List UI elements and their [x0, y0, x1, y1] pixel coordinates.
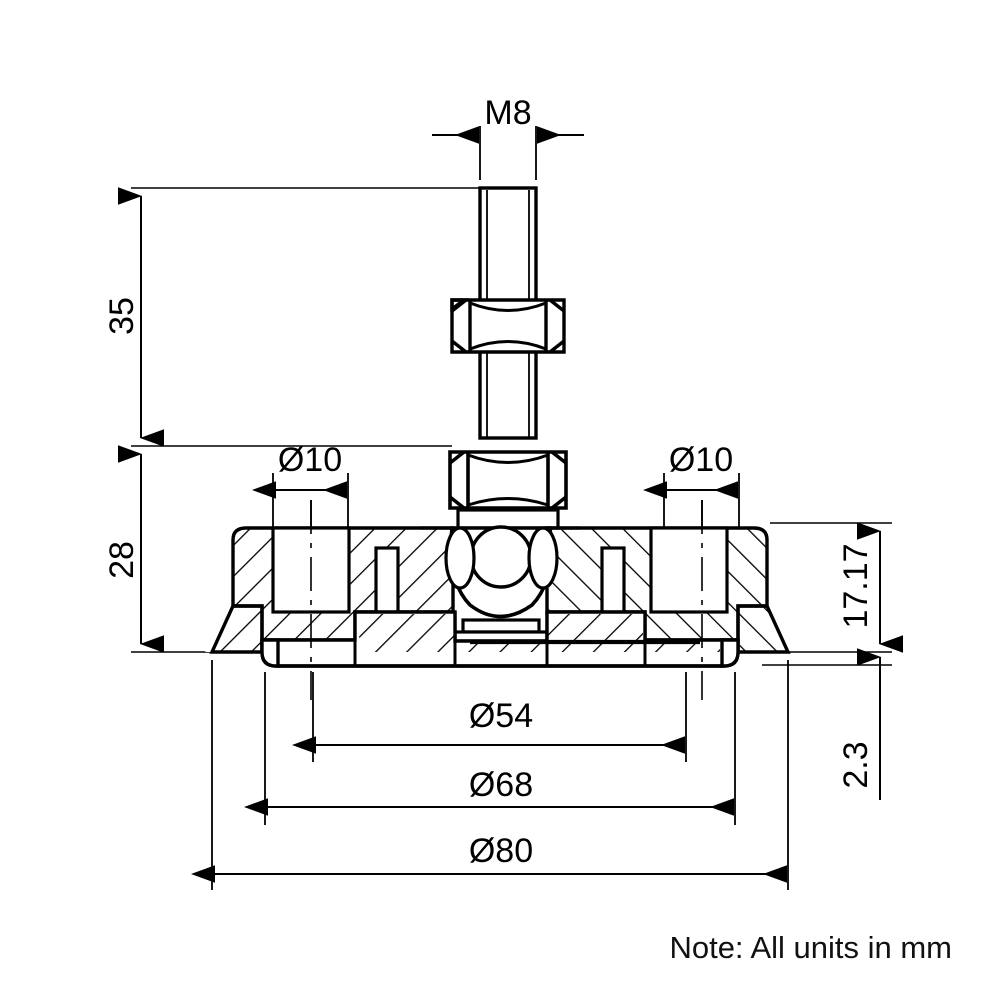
dimension-label-17-17: 17.17 [837, 543, 875, 628]
swivel-ball-aperture [469, 525, 533, 589]
lower-hex-nut-chamfer [467, 453, 549, 507]
dimension-m8 [432, 126, 584, 180]
swivel-ball-side-slot-left [444, 526, 476, 590]
units-note: Note: All units in mm [669, 930, 952, 965]
dimension-label-dia10-left: Ø10 [278, 441, 342, 479]
lower-hex-nut [448, 450, 568, 510]
bolt-hole-right-cavity [649, 526, 729, 614]
stud-washer [456, 508, 560, 530]
dimension-label-28: 28 [103, 541, 141, 579]
dimension-label-35: 35 [103, 297, 141, 335]
pad-section-lines [353, 640, 647, 666]
dimension-label-2-3: 2.3 [837, 741, 875, 788]
base-left-rib-slot [374, 546, 400, 614]
dimension-dia10-left [252, 473, 349, 528]
dimension-label-dia54: Ø54 [469, 697, 533, 735]
dimension-label-dia80: Ø80 [469, 832, 533, 870]
rubber-pad-end-left [260, 638, 280, 668]
dimension-label-m8: M8 [484, 94, 531, 132]
base-right-skirt [736, 604, 791, 654]
upper-hex-nut-chamfer [469, 301, 547, 351]
rubber-pad-end-right [720, 638, 740, 668]
upper-hex-nut [450, 298, 566, 354]
swivel-ball-side-slot-right [527, 526, 559, 590]
base-right-rib-slot [600, 546, 626, 614]
centrelines [310, 500, 703, 700]
ball-retainer-plate [453, 618, 549, 644]
dimension-label-dia10-right: Ø10 [669, 441, 733, 479]
upper-hex-nut-outline2 [450, 298, 566, 354]
dimension-label-dia68: Ø68 [469, 766, 533, 804]
